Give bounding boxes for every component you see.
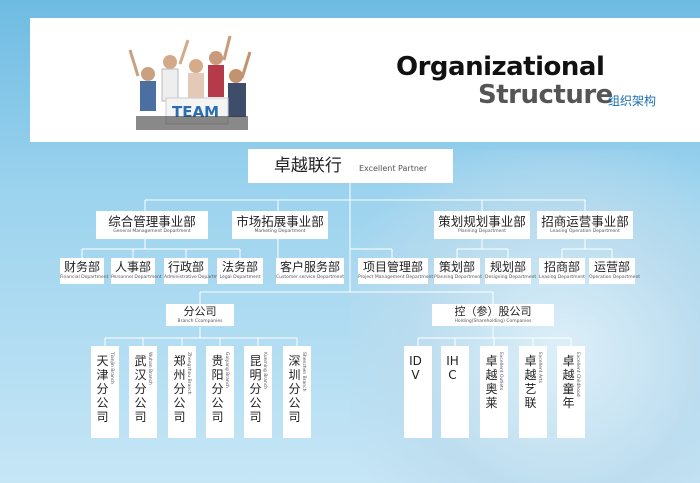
title-line1: Organizational <box>396 52 605 82</box>
holding-box-idv: IDV <box>404 346 432 438</box>
unit-box-designing: 规划部 Designing Department <box>485 258 537 284</box>
branch-group-box: 分公司 Branch Ccompanies <box>166 304 234 326</box>
unit-en: Designing Department <box>485 275 537 280</box>
team-photo: TEAM <box>128 35 252 130</box>
holding-en: Excellent Outlets <box>498 352 503 391</box>
unit-cn: 策划部 <box>438 260 475 274</box>
branch-box-tianjin: 天津分公司 Tianjin Branch <box>91 346 119 438</box>
holding-box-arts: 卓越艺联 Excellent Arts <box>519 346 547 438</box>
holding-cn: IDV <box>409 354 422 382</box>
dept-box-marketing: 市场拓展事业部 Marketing Department <box>232 211 328 239</box>
branch-en: Tianjin Branch <box>109 352 114 385</box>
unit-box-leasing: 招商部 Leasing Department <box>539 258 585 284</box>
dept-box-planning: 策划规划事业部 Planning Department <box>434 211 530 239</box>
unit-cn: 人事部 <box>114 260 151 274</box>
dept-box-leasing-operation: 招商运营事业部 Leasing Operation Department <box>537 211 633 239</box>
branch-cn: 武汉分公司 <box>134 354 147 424</box>
unit-en: Operation Department <box>589 275 641 280</box>
branch-box-zhengzhou: 郑州分公司 Zhengzhou Branch <box>168 346 196 438</box>
unit-en: Legal Department <box>219 275 261 280</box>
org-root-cn: 卓越联行 <box>273 156 342 176</box>
unit-cn: 法务部 <box>221 260 258 274</box>
holding-cn: IHC <box>446 354 459 382</box>
unit-cn: 运营部 <box>593 260 630 274</box>
dept-cn: 策划规划事业部 <box>438 214 526 229</box>
unit-cn: 规划部 <box>489 260 526 274</box>
unit-cn: 招商部 <box>543 260 580 274</box>
unit-cn: 财务部 <box>63 260 100 274</box>
branch-cn: 昆明分公司 <box>249 354 262 424</box>
branch-en: Guiyang Branch <box>224 352 229 389</box>
branch-en: Zhengzhou Branch <box>186 352 191 395</box>
branch-cn: 天津分公司 <box>96 354 109 424</box>
holding-cn: 卓越奥莱 <box>485 354 498 410</box>
holding-en: Excellent Childhood <box>575 352 580 397</box>
branch-cn: 深圳分公司 <box>288 354 301 424</box>
unit-box-planning: 策划部 Planning Department <box>434 258 483 284</box>
unit-en: Project Management Department <box>358 275 434 280</box>
unit-en: Planning Department <box>434 275 483 280</box>
dept-en: Leasing Operation Department <box>550 229 620 234</box>
branch-en: Wuhan Branch <box>147 352 152 385</box>
title-line2: Structure <box>478 80 613 110</box>
branch-en: Shenzhen Branch <box>301 352 306 392</box>
dept-en: Marketing Department <box>254 229 306 234</box>
holding-box-outlets: 卓越奥莱 Excellent Outlets <box>480 346 508 438</box>
unit-box-project-management: 项目管理部 Project Management Department <box>358 258 434 284</box>
dept-box-general-management: 综合管理事业部 General Management Department <box>96 211 208 239</box>
unit-box-legal: 法务部 Legal Department <box>217 258 263 284</box>
unit-box-financial: 财务部 Financial Department <box>60 258 109 284</box>
unit-en: Financial Department <box>60 275 109 280</box>
org-root-box: 卓越联行 Excellent Partner <box>248 149 453 183</box>
holding-group-box: 控（参）股公司 Holding(Shareholding) Companies <box>432 304 554 326</box>
holding-group-en: Holding(Shareholding) Companies <box>454 319 532 324</box>
unit-cn: 项目管理部 <box>362 260 423 274</box>
holding-group-cn: 控（参）股公司 <box>454 305 532 318</box>
header-banner: TEAM Organizational Structure 组织架构 <box>30 18 700 142</box>
branch-box-kunming: 昆明分公司 Kunming Branch <box>244 346 272 438</box>
org-root-en: Excellent Partner <box>358 164 428 173</box>
branch-en: Kunming Branch <box>262 352 267 390</box>
branch-cn: 郑州分公司 <box>173 354 186 424</box>
branch-box-wuhan: 武汉分公司 Wuhan Branch <box>129 346 157 438</box>
branch-box-guiyang: 贵阳分公司 Guiyang Branch <box>206 346 234 438</box>
holding-cn: 卓越童年 <box>562 354 575 410</box>
holding-box-childhood: 卓越童年 Excellent Childhood <box>557 346 585 438</box>
dept-cn: 市场拓展事业部 <box>236 214 324 229</box>
unit-box-personnel: 人事部 Personnel Department <box>111 258 162 284</box>
branch-group-en: Branch Ccompanies <box>177 319 223 324</box>
unit-en: Personnel Department <box>111 275 162 280</box>
branch-cn: 贵阳分公司 <box>211 354 224 424</box>
unit-box-administrative: 行政部 Administrative Department <box>164 258 226 284</box>
unit-box-operation: 运营部 Operation Department <box>589 258 641 284</box>
holding-en: Excellent Arts <box>537 352 542 384</box>
dept-en: Planning Department <box>457 229 507 234</box>
dept-cn: 招商运营事业部 <box>541 214 629 229</box>
unit-cn: 行政部 <box>167 260 204 274</box>
unit-en: Customer service Department <box>276 275 345 280</box>
dept-en: General Management Department <box>113 229 191 234</box>
branch-group-cn: 分公司 <box>183 305 217 318</box>
unit-cn: 客户服务部 <box>279 260 340 274</box>
holding-box-ihc: IHC <box>441 346 469 438</box>
dept-cn: 综合管理事业部 <box>108 214 196 229</box>
holding-cn: 卓越艺联 <box>524 354 537 410</box>
branch-box-shenzhen: 深圳分公司 Shenzhen Branch <box>283 346 311 438</box>
unit-en: Administrative Department <box>164 275 226 280</box>
unit-box-customer-service: 客户服务部 Customer service Department <box>276 258 344 284</box>
unit-en: Leasing Department <box>539 275 585 280</box>
title-chinese: 组织架构 <box>608 94 657 108</box>
